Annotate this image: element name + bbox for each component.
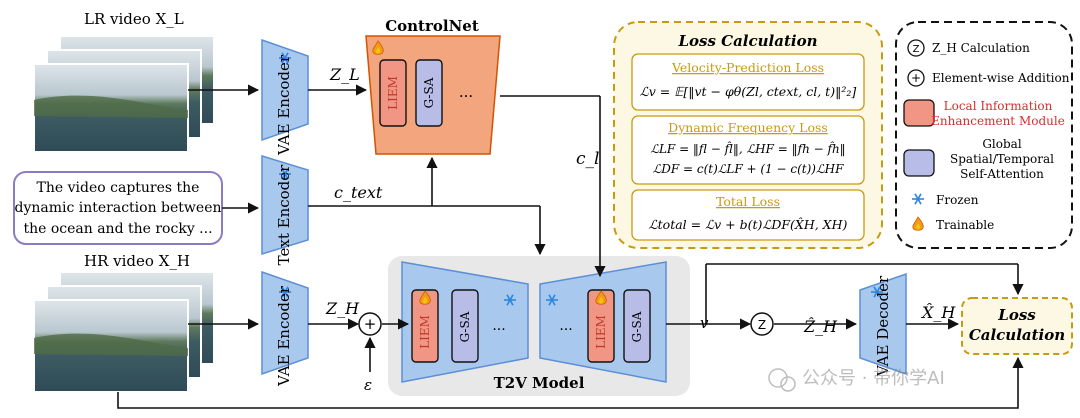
total-loss-formula: ℒtotal = ℒv + b(t)ℒDF(X̂H, XH) <box>649 217 848 232</box>
c-l-label: c_l <box>576 149 599 169</box>
lr-video-label: LR video X_L <box>84 10 184 28</box>
hr-video-label: HR video X_H <box>84 252 190 270</box>
vae-encoder-top <box>261 38 309 142</box>
addition-node <box>358 312 382 336</box>
controlnet-liem-label: LIEM <box>386 76 400 110</box>
vae-encoder-bottom <box>261 270 309 376</box>
text-encoder <box>261 154 309 256</box>
t2v-liem-1-label: LIEM <box>418 315 432 349</box>
z-h-hat-label: Ẑ_H <box>803 316 838 336</box>
addition-legend-icon <box>907 69 925 87</box>
z-l-label: Z_L <box>329 65 360 84</box>
legend-trainable: Trainable <box>936 218 994 232</box>
t2v-title: T2V Model <box>494 374 585 392</box>
dynamic-loss-formula-1: ℒLF = ‖fl − f̂l‖, ℒHF = ‖fh − f̂h‖ <box>650 140 845 156</box>
svg-text:+: + <box>911 71 921 85</box>
loss-calc-line-2: Calculation <box>969 326 1065 344</box>
legend-gsa-line-1: Global <box>982 137 1021 151</box>
loss-calc-line-1: Loss <box>997 306 1036 324</box>
t2v-ellipsis-2: ... <box>559 318 572 334</box>
connections <box>117 84 1024 409</box>
controlnet-title: ControlNet <box>385 17 479 35</box>
zh-calc-node <box>750 312 774 336</box>
t2v-gsa-1 <box>451 289 479 363</box>
dynamic-loss-formula-2: ℒDF = c(t)ℒLF + (1 − c(t))ℒHF <box>653 162 844 176</box>
svg-text:Z: Z <box>913 44 920 55</box>
v-label: v <box>700 314 709 332</box>
zh-calc-legend-icon <box>907 39 925 57</box>
t2v-gsa-2-label: G-SA <box>630 311 644 342</box>
text-prompt-line-1: The video captures the <box>37 180 200 196</box>
text-prompt-line-2: dynamic interaction between <box>14 200 221 216</box>
loss-panel-title: Loss Calculation <box>677 32 817 50</box>
text-prompt-line-3: the ocean and the rocky ... <box>23 221 212 237</box>
dynamic-loss-title: Dynamic Frequency Loss <box>668 120 828 135</box>
gsa-legend-swatch <box>903 149 935 177</box>
epsilon-label: ε <box>364 376 372 394</box>
z-icon: Z <box>758 318 766 332</box>
x-h-hat-label: X̂_H <box>920 303 956 322</box>
z-h-label: Z_H <box>325 299 360 318</box>
vae-decoder <box>859 272 907 376</box>
vae-decoder-label: VAE Decoder <box>874 275 892 377</box>
velocity-loss-box <box>631 53 865 111</box>
plus-icon: + <box>364 315 377 333</box>
lr-video-stack <box>33 35 215 153</box>
vae-encoder-bottom-label: VAE Encoder <box>275 285 293 387</box>
t2v-liem-2 <box>587 289 615 363</box>
controlnet-gsa <box>415 59 443 127</box>
t2v-gsa-1-label: G-SA <box>458 311 472 342</box>
vae-encoder-top-label: VAE Encoder <box>275 54 293 156</box>
legend <box>895 21 1073 249</box>
legend-zh-calc: Z_H Calculation <box>932 41 1030 55</box>
hr-video-stack <box>33 271 215 393</box>
controlnet-liem <box>379 59 407 127</box>
text-encoder-label: Text Encoder <box>275 164 293 265</box>
total-loss-title: Total Loss <box>716 194 780 209</box>
watermark-text: 公众号 · 带你学AI <box>802 368 945 389</box>
dynamic-loss-box <box>631 115 865 185</box>
t2v-ellipsis-1: ... <box>492 318 505 334</box>
t2v-liem-2-label: LIEM <box>594 315 608 349</box>
loss-calc-box <box>961 297 1073 355</box>
legend-gsa-line-2: Spatial/Temporal <box>950 152 1054 166</box>
controlnet-gsa-label: G-SA <box>422 77 436 108</box>
velocity-loss-title: Velocity-Prediction Loss <box>671 60 824 75</box>
legend-gsa-line-3: Self-Attention <box>960 167 1044 181</box>
t2v-liem-1 <box>411 289 439 363</box>
total-loss-box <box>631 189 865 241</box>
liem-legend-swatch <box>903 99 935 127</box>
controlnet-ellipsis: ... <box>459 83 473 101</box>
legend-element-add: Element-wise Addition <box>932 71 1070 85</box>
watermark: 公众号 · 带你学AI <box>768 368 945 392</box>
t2v-gsa-2 <box>623 289 651 363</box>
legend-liem-line-1: Local Information <box>944 99 1053 113</box>
velocity-loss-formula: ℒv = 𝔼[‖vt − φθ(Zl, ctext, cl, t)‖²₂] <box>640 84 857 99</box>
c-text-label: c_text <box>334 183 383 202</box>
legend-liem-line-2: Enhancement Module <box>931 114 1065 128</box>
legend-frozen: Frozen <box>936 193 979 207</box>
